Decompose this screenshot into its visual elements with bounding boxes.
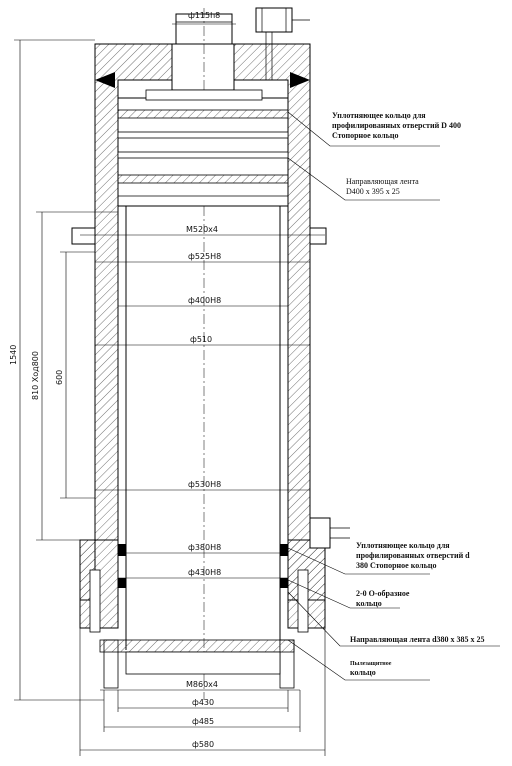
svg-text:Стопорное кольцо: Стопорное кольцо [332, 131, 398, 140]
svg-text:380 Стопорное кольцо: 380 Стопорное кольцо [356, 561, 436, 570]
dim-overall-height: 1540 [9, 345, 18, 365]
gland-bolts [89, 569, 309, 689]
dim-dia-580: ф580 [192, 740, 214, 749]
dim-dia-485: ф485 [192, 717, 214, 726]
lower-seals [118, 544, 288, 588]
svg-text:Пылезащитное: Пылезащитное [350, 661, 392, 667]
dim-dia-525: ф525H8 [188, 252, 221, 261]
svg-text:Направляющая лента d380 x 385: Направляющая лента d380 x 385 x 25 [350, 635, 485, 644]
dim-dia-510: ф510 [190, 335, 212, 344]
svg-text:кольцо: кольцо [350, 668, 376, 677]
callout-o-ring: 2-0 О-образное кольцо [356, 589, 410, 608]
dim-thread-lower: M860x4 [186, 680, 218, 689]
dim-dia-430: ф430 [192, 698, 214, 707]
callout-dust-ring: Пылезащитное кольцо [350, 661, 392, 677]
rod [125, 206, 281, 650]
callout-lower-seal: Уплотняющее кольцо для профилированных о… [356, 541, 470, 570]
callout-upper-guide: Направляющая лента D400 x 395 x 25 [346, 177, 419, 196]
svg-text:кольцо: кольцо [356, 599, 382, 608]
leader-lines [287, 111, 500, 681]
dim-guide-length: 600 [55, 370, 64, 385]
svg-text:Направляющая лента: Направляющая лента [346, 177, 419, 186]
top-boss [171, 8, 235, 700]
piston [117, 89, 289, 207]
dim-dia-530: ф530H8 [188, 480, 221, 489]
svg-text:D400 x 395 x 25: D400 x 395 x 25 [346, 187, 400, 196]
svg-text:2-0 О-образное: 2-0 О-образное [356, 589, 410, 598]
dim-thread-upper: M520x4 [186, 225, 218, 234]
top-port [255, 7, 310, 80]
svg-text:Уплотняющее кольцо для: Уплотняющее кольцо для [332, 111, 426, 120]
weld-mark-left [95, 72, 115, 88]
callout-lower-guide: Направляющая лента d380 x 385 x 25 [350, 635, 485, 644]
dim-top-bore: ф115h8 [188, 11, 220, 20]
dim-dia-430-inner: ф430H8 [188, 568, 221, 577]
dim-dia-400: ф400H8 [188, 296, 221, 305]
callout-upper-seal: Уплотняющее кольцо для профилированных о… [332, 111, 461, 140]
dim-stroke: 810 Ход800 [31, 351, 40, 400]
svg-text:Уплотняющее кольцо для: Уплотняющее кольцо для [356, 541, 450, 550]
svg-text:профилированных отверстий D 40: профилированных отверстий D 400 [332, 121, 461, 130]
svg-text:профилированных отверстий d: профилированных отверстий d [356, 551, 470, 560]
dim-dia-380: ф380H8 [188, 543, 221, 552]
side-bosses [71, 227, 350, 549]
dimension-lines [14, 23, 326, 756]
weld-mark-right [290, 72, 310, 88]
